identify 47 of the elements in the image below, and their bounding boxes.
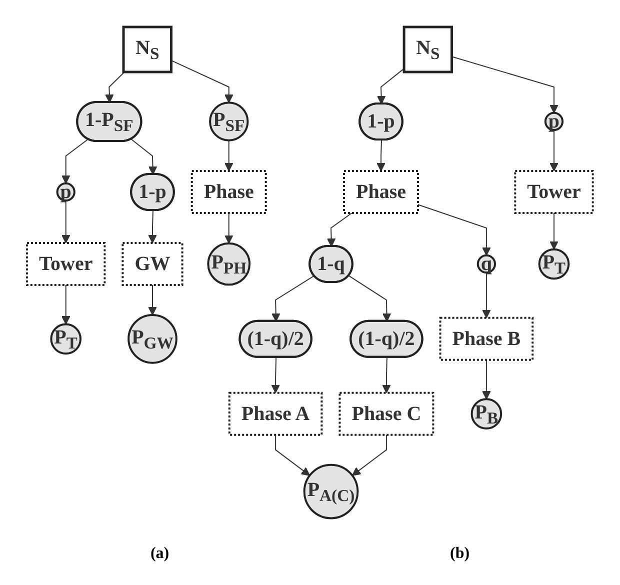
node-box: Phase C	[338, 392, 434, 436]
arrow	[326, 212, 352, 247]
node-circle: P$_{B}$	[470, 398, 502, 430]
node-circle: P$_{PH}$	[207, 242, 251, 286]
arrow	[148, 284, 157, 316]
arrow	[271, 356, 280, 394]
node-circle: P$_{T}$	[538, 248, 570, 280]
node-box: Tower	[514, 170, 594, 214]
arrow	[550, 212, 558, 250]
arrow	[62, 138, 89, 184]
node-box: N$_{S}$	[122, 26, 173, 74]
arrow	[352, 434, 388, 476]
node-circle: P$_{T}$	[50, 323, 82, 354]
node-circle: q	[476, 254, 496, 274]
node-box: Phase	[343, 170, 420, 214]
arrow	[130, 138, 158, 175]
node-circle: P$_{SF}$	[209, 102, 249, 142]
arrow	[376, 139, 386, 172]
arrow	[170, 60, 234, 103]
arrow	[348, 275, 392, 322]
arrow	[105, 71, 126, 103]
node-box: Phase B	[439, 316, 534, 361]
arrow	[382, 356, 391, 394]
arrow	[148, 210, 157, 244]
node-circle: p	[544, 112, 564, 131]
arrow	[224, 212, 234, 244]
arrow	[418, 204, 491, 256]
panel-label: (a)	[150, 545, 170, 563]
node-box: Tower	[26, 242, 106, 286]
arrow	[482, 272, 491, 318]
arrow	[451, 56, 558, 114]
panel-label: (b)	[450, 545, 470, 563]
node-circle: P$_{GW}$	[128, 314, 178, 364]
node-box: GW	[122, 242, 184, 286]
node-circle: p	[56, 182, 76, 202]
arrow	[62, 200, 70, 244]
arrow	[272, 275, 315, 322]
node-box: Phase A	[228, 392, 323, 436]
arrow	[482, 359, 491, 400]
node-box: Phase	[190, 170, 267, 214]
arrow	[62, 284, 70, 325]
arrow	[224, 140, 234, 172]
arrow	[550, 129, 558, 172]
arrow	[275, 434, 310, 476]
node-circle: P$_{A(C)}$	[303, 464, 359, 520]
node-box: N$_{S}$	[402, 26, 454, 74]
arrow	[376, 68, 405, 104]
